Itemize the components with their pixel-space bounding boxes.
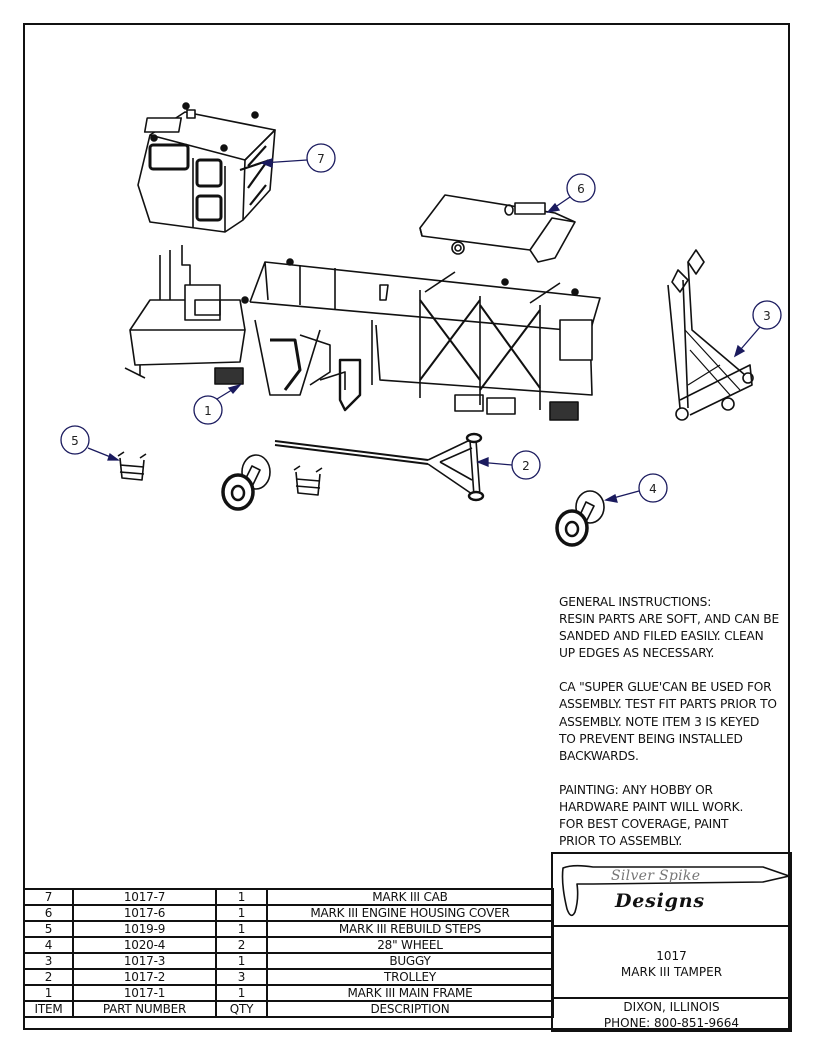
painting-note: PAINTING: ANY HOBBY OR HARDWARE PAINT WI… bbox=[559, 782, 744, 849]
balloon-1: 1 bbox=[193, 383, 242, 425]
bom-description: MARK III ENGINE HOUSING COVER bbox=[266, 904, 554, 922]
balloon-5: 5 bbox=[60, 425, 120, 461]
bom-qty: 1 bbox=[215, 904, 268, 922]
bom-description: MARK III MAIN FRAME bbox=[266, 984, 554, 1002]
rebuild-steps-part bbox=[117, 451, 147, 481]
assembly-notes: GENERAL INSTRUCTIONS: RESIN PARTS ARE SO… bbox=[559, 594, 799, 867]
bom-item: 5 bbox=[23, 920, 74, 938]
wheel-part bbox=[555, 490, 605, 547]
buggy-part bbox=[667, 249, 754, 421]
logo-silver-spike: Silver Spike bbox=[611, 868, 701, 884]
railroad-spike-icon bbox=[561, 864, 789, 917]
bom-part-number: 1019-9 bbox=[72, 920, 217, 938]
svg-text:4: 4 bbox=[649, 482, 657, 496]
bom-part-number: 1017-2 bbox=[72, 968, 217, 986]
header-description: DESCRIPTION bbox=[266, 1000, 554, 1018]
balloon-4: 4 bbox=[604, 473, 668, 503]
svg-text:1: 1 bbox=[204, 404, 212, 418]
bom-item: 6 bbox=[23, 904, 74, 922]
bom-item: 1 bbox=[23, 984, 74, 1002]
bom-part-number: 1017-6 bbox=[72, 904, 217, 922]
balloon-2: 2 bbox=[476, 450, 541, 480]
bom-item: 4 bbox=[23, 936, 74, 954]
balloon-3: 3 bbox=[733, 300, 782, 358]
logo-designs: Designs bbox=[615, 890, 705, 912]
drawing-number: 1017 bbox=[656, 949, 687, 963]
rebuild-steps-copy bbox=[293, 465, 323, 496]
company-logo: Silver Spike Designs bbox=[553, 854, 790, 927]
bom-item: 7 bbox=[23, 888, 74, 906]
drawing-title-area: 1017 MARK III TAMPER bbox=[553, 925, 790, 999]
drawing-title: MARK III TAMPER bbox=[620, 965, 723, 979]
bom-description: MARK III REBUILD STEPS bbox=[266, 920, 554, 938]
bom-qty: 2 bbox=[215, 936, 268, 954]
drawing-border bbox=[23, 23, 790, 1030]
bom-qty: 3 bbox=[215, 968, 268, 986]
balloon-6: 6 bbox=[546, 173, 596, 213]
svg-text:6: 6 bbox=[577, 182, 585, 196]
bom-qty: 1 bbox=[215, 920, 268, 938]
bom-part-number: 1017-1 bbox=[72, 984, 217, 1002]
bom-part-number: 1020-4 bbox=[72, 936, 217, 954]
header-qty: QTY bbox=[215, 1000, 268, 1018]
bom-description: MARK III CAB bbox=[266, 888, 554, 906]
header-part-number: PART NUMBER bbox=[72, 1000, 217, 1018]
svg-text:5: 5 bbox=[71, 434, 79, 448]
general-instructions-note: GENERAL INSTRUCTIONS: RESIN PARTS ARE SO… bbox=[559, 595, 779, 661]
bom-qty: 1 bbox=[215, 984, 268, 1002]
bom-qty: 1 bbox=[215, 888, 268, 906]
bom-item: 3 bbox=[23, 952, 74, 970]
company-phone: PHONE: 800-851-9664 bbox=[603, 1016, 740, 1030]
bom-qty: 1 bbox=[215, 952, 268, 970]
company-address: DIXON, ILLINOIS PHONE: 800-851-9664 bbox=[553, 999, 790, 1031]
cab-part bbox=[137, 102, 276, 233]
wheel-part-copy bbox=[221, 454, 271, 511]
header-item: ITEM bbox=[23, 1000, 74, 1018]
trolley-part bbox=[274, 432, 485, 502]
svg-text:3: 3 bbox=[763, 309, 771, 323]
svg-text:2: 2 bbox=[522, 459, 530, 473]
bom-description: TROLLEY bbox=[266, 968, 554, 986]
glue-note: CA "SUPER GLUE'CAN BE USED FOR ASSEMBLY.… bbox=[559, 680, 777, 763]
engine-housing-cover-part bbox=[419, 194, 576, 263]
company-location: DIXON, ILLINOIS bbox=[623, 1000, 720, 1014]
svg-text:7: 7 bbox=[317, 152, 325, 166]
balloon-7: 7 bbox=[260, 143, 336, 173]
bom-description: 28" WHEEL bbox=[266, 936, 554, 954]
bom-description: BUGGY bbox=[266, 952, 554, 970]
bom-part-number: 1017-7 bbox=[72, 888, 217, 906]
title-block: Silver Spike Designs 1017 MARK III TAMPE… bbox=[551, 852, 792, 1032]
bom-header-row: ITEM PART NUMBER QTY DESCRIPTION bbox=[23, 1000, 554, 1018]
main-frame-part bbox=[124, 245, 601, 421]
bom-item: 2 bbox=[23, 968, 74, 986]
bom-part-number: 1017-3 bbox=[72, 952, 217, 970]
